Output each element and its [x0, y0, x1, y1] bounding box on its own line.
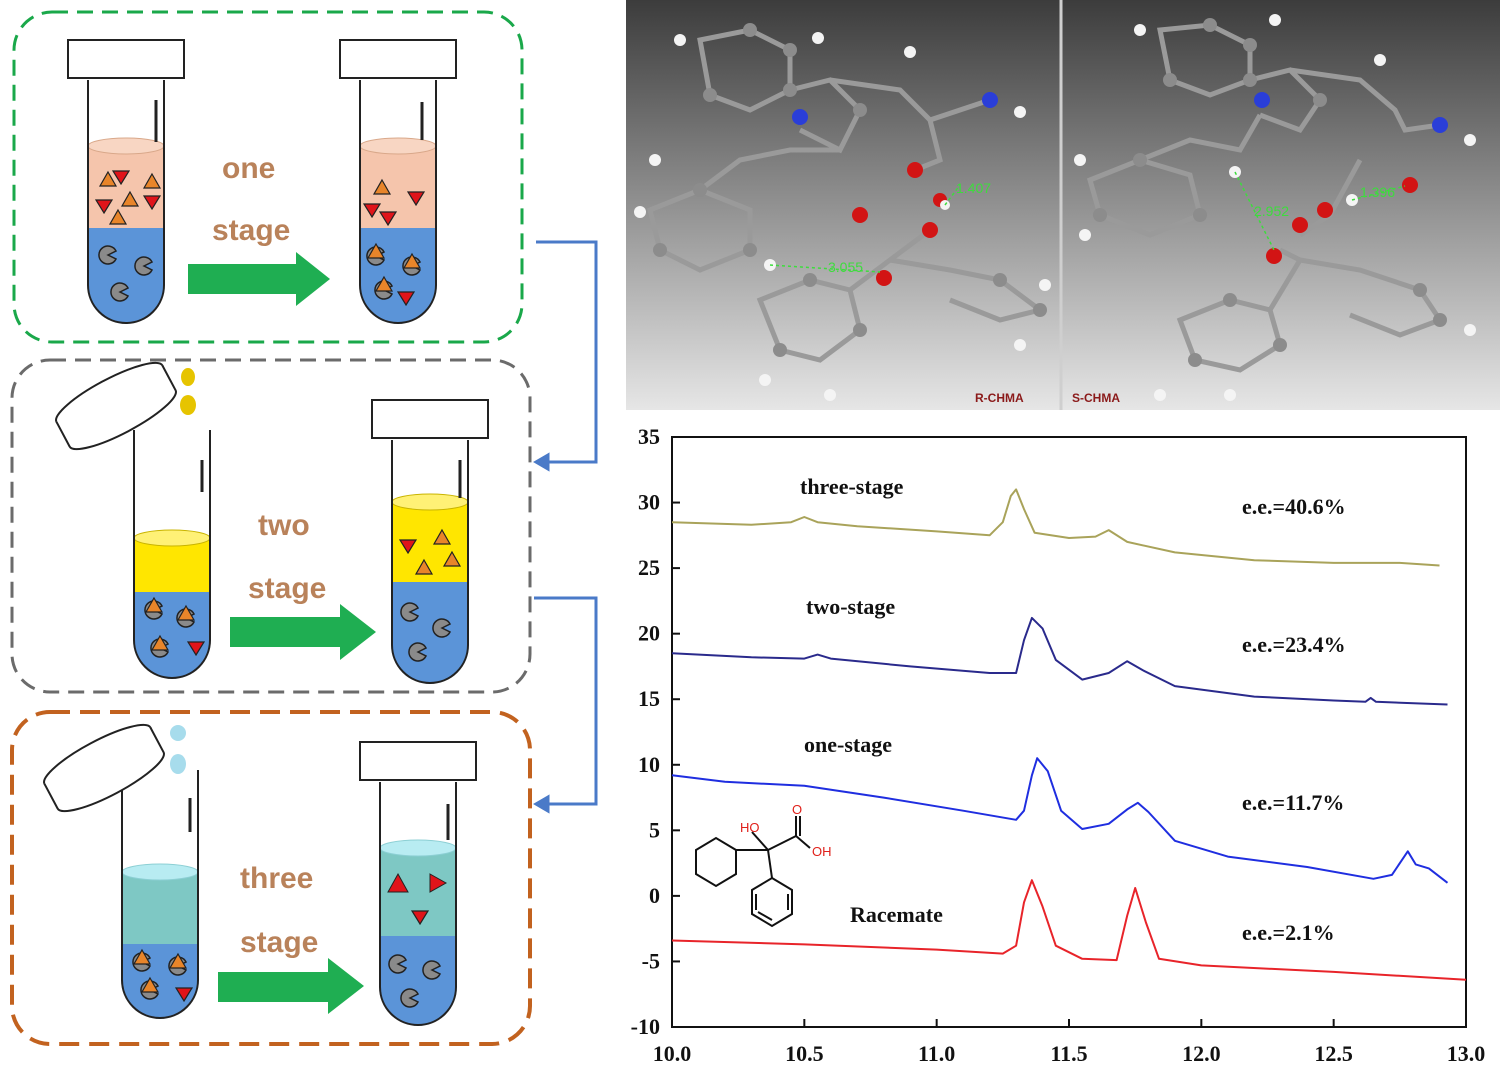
s-chma-hbonds	[1234, 171, 1406, 251]
open-lid-3	[43, 723, 165, 813]
stage-two-word: two	[258, 509, 310, 542]
r-chma-atoms	[634, 23, 1051, 401]
chma-ho: HO	[740, 820, 760, 835]
r-chma-distance-1: 1.407	[956, 180, 991, 196]
ee-one-stage: e.e.=11.7%	[1242, 790, 1344, 815]
chma-structure	[695, 816, 811, 928]
tube-stage1-before	[67, 39, 185, 324]
stage-one-word: one	[222, 152, 275, 185]
stage-connector-2	[533, 596, 598, 814]
molecule-panels: 1.407 3.055 R-CHMA	[626, 0, 1500, 410]
y-tick-label: 20	[638, 621, 660, 646]
stage-two-sub: stage	[248, 572, 326, 605]
ee-three-stage: e.e.=40.6%	[1242, 494, 1346, 519]
y-tick-label: 15	[638, 686, 660, 711]
y-tick-label: 25	[638, 555, 660, 580]
s-chma-distance-2: 1.396	[1360, 184, 1395, 200]
label-one-stage: one-stage	[804, 732, 892, 757]
label-racemate: Racemate	[850, 902, 943, 927]
x-tick-label: 11.0	[918, 1041, 955, 1066]
tube-stage2-before	[133, 430, 211, 679]
drop-icon-yellow	[180, 368, 196, 415]
transfer-arrow-3	[218, 958, 364, 1014]
stage-connector-1	[533, 240, 598, 472]
y-tick-label: -5	[642, 948, 660, 973]
tube-stage1-after	[339, 39, 457, 324]
x-tick-label: 12.5	[1314, 1041, 1353, 1066]
stage-three-frame	[10, 710, 532, 1046]
x-tick-label: 13.0	[1447, 1041, 1486, 1066]
stage-one-sub: stage	[212, 214, 290, 247]
label-three-stage: three-stage	[800, 474, 904, 499]
tube-stage3-after	[359, 741, 477, 1026]
stage-three-word: three	[240, 862, 313, 895]
trace-one-stage	[671, 757, 1449, 884]
y-tick-label: 30	[638, 490, 660, 515]
r-chma-label: R-CHMA	[975, 391, 1024, 405]
y-tick-label: -10	[631, 1014, 660, 1039]
ee-two-stage: e.e.=23.4%	[1242, 632, 1346, 657]
y-tick-label: 0	[649, 883, 660, 908]
trace-two-stage	[671, 616, 1448, 706]
y-tick-label: 35	[638, 424, 660, 449]
s-chma-label: S-CHMA	[1072, 391, 1120, 405]
trace-racemate	[671, 879, 1467, 981]
stage-two-frame	[10, 358, 532, 694]
x-axis: 10.0 10.5 11.0 11.5 12.0 12.5 13.0	[653, 1019, 1486, 1066]
ee-racemate: e.e.=2.1%	[1242, 920, 1335, 945]
r-chma-distance-2: 3.055	[828, 259, 863, 275]
transfer-arrow-1	[188, 252, 330, 306]
y-tick-label: 5	[649, 817, 660, 842]
chromatogram: 35 30 25 20 15 10 5 0 -5 -10 10.0 10.5 11.0 11.5 12.0…	[631, 424, 1486, 1066]
chma-oh: OH	[812, 844, 832, 859]
plot-frame	[671, 436, 1467, 1028]
x-tick-label: 11.5	[1050, 1041, 1087, 1066]
s-chma-distance-1: 2.952	[1254, 203, 1289, 219]
x-tick-label: 10.0	[653, 1041, 692, 1066]
traces	[671, 488, 1467, 981]
y-tick-label: 10	[638, 752, 660, 777]
r-chma-hbonds	[769, 184, 961, 273]
label-two-stage: two-stage	[806, 594, 895, 619]
drop-icon-blue	[170, 725, 186, 774]
y-axis: 35 30 25 20 15 10 5 0 -5 -10	[631, 424, 680, 1039]
tube-stage2-after	[371, 399, 489, 684]
x-tick-label: 12.0	[1182, 1041, 1221, 1066]
chma-o: O	[792, 802, 802, 817]
tube-stage3-before	[121, 770, 199, 1019]
trace-three-stage	[671, 488, 1440, 567]
x-tick-label: 10.5	[785, 1041, 824, 1066]
stage-three-sub: stage	[240, 926, 318, 959]
stage-one-frame	[12, 10, 524, 344]
transfer-arrow-2	[230, 604, 376, 660]
open-lid-2	[55, 361, 177, 451]
s-chma-atoms	[1074, 14, 1476, 401]
